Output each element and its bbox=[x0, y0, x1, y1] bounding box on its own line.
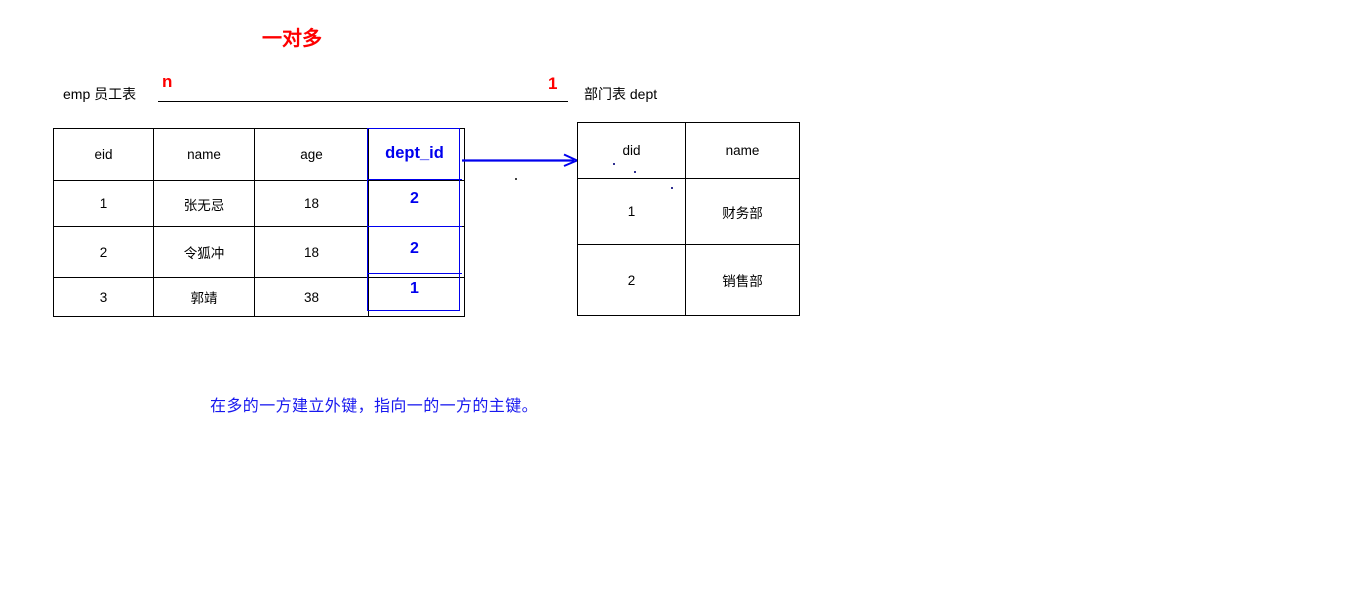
right-entity-label: 部门表 dept bbox=[584, 86, 658, 102]
emp-cell-dept-id bbox=[368, 180, 465, 227]
dept-header-name: name bbox=[685, 122, 800, 179]
page-title: 一对多 bbox=[262, 28, 322, 50]
cardinality-many-marker: n bbox=[162, 72, 173, 91]
emp-cell-eid: 2 bbox=[53, 226, 154, 278]
emp-cell-name: 张无忌 bbox=[153, 180, 255, 227]
ink-speck bbox=[671, 187, 673, 189]
emp-header-name: name bbox=[153, 128, 255, 181]
emp-header-age: age bbox=[254, 128, 369, 181]
emp-cell-age: 38 bbox=[254, 277, 369, 317]
emp-header-eid: eid bbox=[53, 128, 154, 181]
dept-table: did name 1 财务部 2 销售部 bbox=[577, 122, 800, 316]
emp-table-row: 1 张无忌 18 bbox=[53, 180, 465, 227]
dept-cell-did: 1 bbox=[577, 178, 686, 245]
dept-cell-name: 财务部 bbox=[685, 178, 800, 245]
left-entity-label: emp 员工表 bbox=[63, 86, 137, 102]
foreign-key-arrow bbox=[462, 153, 580, 167]
emp-cell-eid: 1 bbox=[53, 180, 154, 227]
emp-cell-age: 18 bbox=[254, 226, 369, 278]
relationship-line bbox=[158, 101, 568, 102]
emp-cell-eid: 3 bbox=[53, 277, 154, 317]
emp-cell-dept-id bbox=[368, 277, 465, 317]
dept-cell-name: 销售部 bbox=[685, 244, 800, 316]
emp-table-row: 3 郭靖 38 bbox=[53, 277, 465, 317]
emp-table-row: 2 令狐冲 18 bbox=[53, 226, 465, 278]
dept-table-header-row: did name bbox=[577, 122, 800, 179]
emp-header-dept-id bbox=[368, 128, 465, 181]
emp-cell-dept-id bbox=[368, 226, 465, 278]
emp-cell-name: 令狐冲 bbox=[153, 226, 255, 278]
dept-table-row: 2 销售部 bbox=[577, 244, 800, 316]
ink-speck bbox=[613, 163, 615, 165]
emp-table: eid name age 1 张无忌 18 2 令狐冲 18 3 郭靖 38 bbox=[53, 128, 465, 317]
ink-speck bbox=[634, 171, 636, 173]
cardinality-one-marker: 1 bbox=[548, 74, 558, 93]
emp-cell-name: 郭靖 bbox=[153, 277, 255, 317]
diagram-caption: 在多的一方建立外键，指向一的一方的主键。 bbox=[210, 398, 539, 415]
emp-table-header-row: eid name age bbox=[53, 128, 465, 181]
dept-header-did: did bbox=[577, 122, 686, 179]
dept-cell-did: 2 bbox=[577, 244, 686, 316]
ink-speck bbox=[515, 178, 517, 180]
dept-table-row: 1 财务部 bbox=[577, 178, 800, 245]
emp-cell-age: 18 bbox=[254, 180, 369, 227]
